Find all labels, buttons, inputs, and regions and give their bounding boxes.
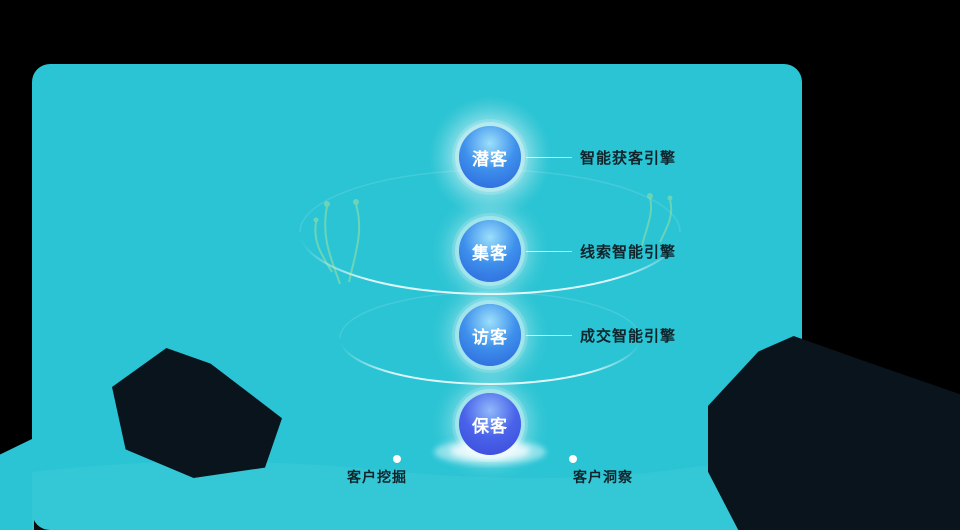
stage-orb: 保客 bbox=[459, 393, 521, 455]
plant-decoration-left bbox=[313, 199, 361, 285]
footer-marker-label-2: 客户洞察 bbox=[573, 470, 633, 486]
stage-orb: 潜客 bbox=[459, 126, 521, 188]
stage-orb-label: 保客 bbox=[472, 416, 508, 437]
footer-marker-dot-2 bbox=[569, 455, 577, 463]
stage-connector-line bbox=[526, 157, 572, 158]
plant-decoration-right bbox=[641, 193, 673, 247]
stage-orb-label: 潜客 bbox=[472, 149, 508, 170]
stage-connector-line bbox=[526, 335, 572, 336]
footer-marker-dot-1 bbox=[393, 455, 401, 463]
stage-orb: 集客 bbox=[459, 220, 521, 282]
footer-marker-label-1: 客户挖掘 bbox=[347, 470, 407, 486]
stage-orb: 访客 bbox=[459, 304, 521, 366]
stage-engine-label: 成交智能引擎 bbox=[580, 327, 677, 345]
bottom-wave-highlight bbox=[32, 460, 802, 530]
stage-orb-label: 集客 bbox=[472, 243, 508, 264]
stage-engine-label: 线索智能引擎 bbox=[580, 243, 677, 261]
stage-connector-line bbox=[526, 251, 572, 252]
stage-orb-label: 访客 bbox=[472, 327, 508, 348]
panel-left-extension bbox=[0, 438, 34, 530]
stage-engine-label: 智能获客引擎 bbox=[580, 149, 677, 167]
